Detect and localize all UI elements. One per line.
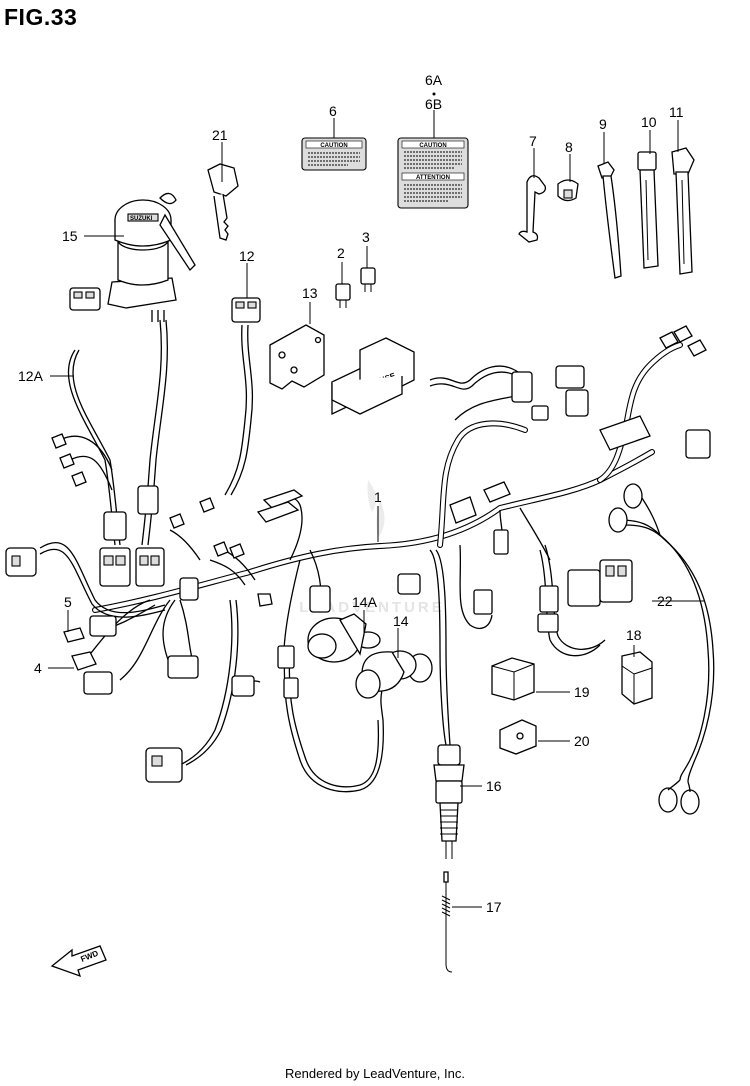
coupler-part-12: [231, 297, 261, 323]
fwd-arrow-icon: FWD: [50, 945, 107, 978]
watermark: LEADVENTURE: [299, 599, 445, 616]
callout-6b: 6B: [425, 96, 442, 112]
relay-part-18: [621, 651, 653, 705]
coupler-part-12a: [69, 287, 101, 311]
callout-labels: 1 2 3 4 5 6 6A 6B 7 8 9 10 11 12 12A 13 …: [18, 72, 684, 915]
caution-label-part-6: CAUTION: [301, 137, 367, 171]
callout-15: 15: [62, 228, 78, 244]
caution-text-6b: CAUTION: [419, 143, 446, 149]
switch-part-14a: [307, 613, 381, 663]
key-brand: SUZUKI: [130, 216, 153, 222]
figure-title: FIG.33: [4, 4, 78, 30]
cable-tie-part-9: [597, 161, 622, 279]
coupler-part-5: [63, 627, 85, 643]
caution-attention-label-part-6b: CAUTION ATTENTION: [397, 137, 469, 209]
fuse-part-2: [335, 283, 351, 308]
callout-5: 5: [64, 594, 72, 610]
pin-part-17: [441, 871, 453, 973]
callout-7: 7: [529, 133, 537, 149]
callout-13: 13: [302, 285, 318, 301]
callout-18: 18: [626, 627, 642, 643]
relay-part-19: [491, 657, 535, 701]
caution-text-6: CAUTION: [320, 143, 347, 149]
callout-14a: 14A: [352, 594, 378, 610]
callout-20: 20: [574, 733, 590, 749]
fuse-box: FUSE: [331, 337, 415, 416]
callout-11: 11: [669, 104, 684, 120]
bracket-part-20: [499, 719, 537, 755]
switch-part-14: [355, 650, 433, 699]
callout-10: 10: [641, 114, 657, 130]
center-connectors: [256, 325, 711, 699]
key-part-21: [207, 163, 239, 241]
callout-6a: 6A: [425, 72, 443, 88]
callout-16: 16: [486, 778, 502, 794]
clamp-part-7: [518, 175, 547, 243]
callout-2: 2: [337, 245, 345, 261]
leader-lines: [48, 92, 704, 908]
callout-12a: 12A: [18, 368, 44, 384]
ignition-switch-part-15: SUZUKI: [107, 192, 196, 322]
callout-1: 1: [374, 489, 382, 505]
sensor-part-16: [433, 744, 465, 859]
coupler-part-4: [71, 651, 97, 671]
fuse-part-3: [360, 267, 376, 292]
callout-4: 4: [34, 660, 42, 676]
callout-19: 19: [574, 684, 590, 700]
callout-6: 6: [329, 103, 337, 119]
left-couplers: [5, 433, 273, 783]
callout-17: 17: [486, 899, 502, 915]
callout-14: 14: [393, 613, 409, 629]
watermark-flame: [367, 480, 385, 538]
attention-text: ATTENTION: [416, 175, 450, 181]
bracket-part-13: [269, 324, 325, 390]
callout-8: 8: [565, 139, 573, 155]
clip-part-8: [557, 179, 579, 202]
callout-12: 12: [239, 248, 255, 264]
cable-tie-part-10: [637, 151, 659, 269]
cable-tie-part-11: [671, 147, 695, 275]
callout-3: 3: [362, 229, 370, 245]
harness-main: [92, 342, 683, 746]
callout-9: 9: [599, 116, 607, 132]
part-22-wire: [608, 483, 715, 815]
footer-credit: Rendered by LeadVenture, Inc.: [285, 1066, 465, 1081]
callout-21: 21: [212, 127, 228, 143]
callout-22: 22: [657, 593, 673, 609]
